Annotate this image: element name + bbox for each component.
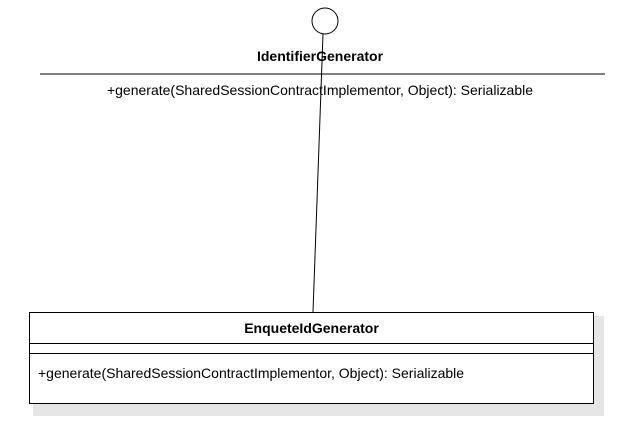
- realization-connector[interactable]: [312, 33, 324, 313]
- class-name-separator: [30, 343, 593, 344]
- implementation-class-box[interactable]: EnqueteIdGenerator +generate(SharedSessi…: [29, 312, 594, 404]
- interface-operation[interactable]: +generate(SharedSessionContractImplement…: [106, 82, 534, 98]
- interface-name[interactable]: IdentifierGenerator: [256, 48, 384, 64]
- interface-lollipop-icon[interactable]: [311, 7, 339, 35]
- class-name[interactable]: EnqueteIdGenerator: [244, 320, 379, 336]
- class-operation[interactable]: +generate(SharedSessionContractImplement…: [38, 365, 465, 381]
- class-attributes-separator: [30, 353, 593, 354]
